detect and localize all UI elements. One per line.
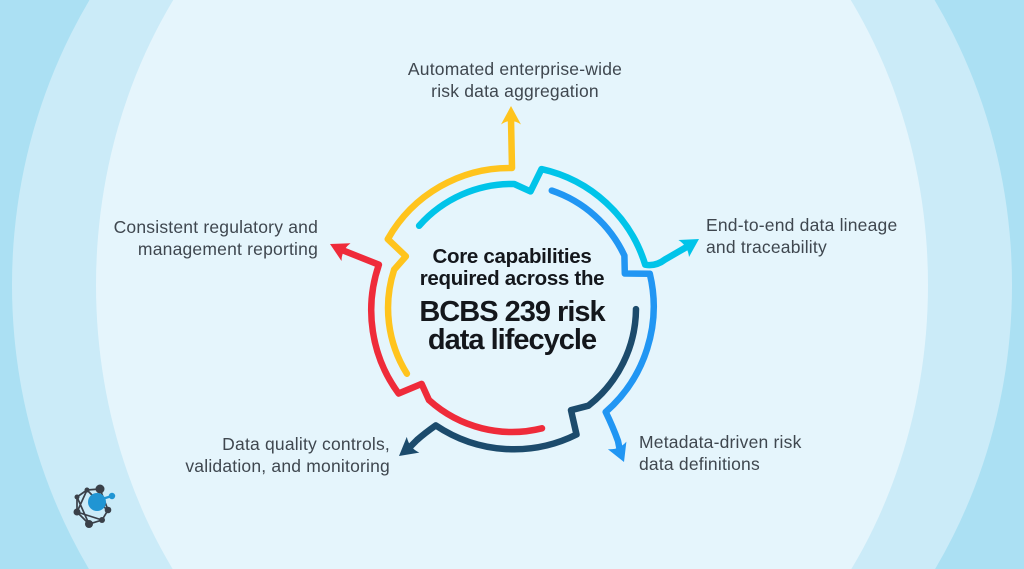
logo-blue-hub <box>88 492 116 511</box>
label-regulatory-reporting: Consistent regulatory and management rep… <box>38 217 318 260</box>
label-line: Metadata-driven risk <box>639 432 802 452</box>
label-end-to-end-lineage: End-to-end data lineage and traceability <box>706 215 966 258</box>
label-line: data definitions <box>639 453 760 474</box>
label-line: Data quality controls, <box>222 434 390 454</box>
center-title-line-2: required across the <box>419 266 605 290</box>
reporting-arrowhead <box>330 243 351 261</box>
quality-arrowhead <box>399 436 420 456</box>
lineage-arrowhead <box>678 239 699 257</box>
label-automated-aggregation: Automated enterprise-wide risk data aggr… <box>340 59 690 102</box>
segment-data-quality <box>399 305 640 456</box>
reporting-arrow-arc <box>338 246 546 436</box>
label-data-quality: Data quality controls, validation, and m… <box>110 434 390 477</box>
quality-arrow-arc <box>405 305 640 453</box>
label-line: Automated enterprise-wide <box>407 59 623 79</box>
logo-nodes <box>73 484 112 528</box>
label-line: validation, and monitoring <box>185 455 390 476</box>
aggregation-arrowhead <box>501 106 521 125</box>
segment-end-to-end-lineage <box>415 165 699 269</box>
lineage-arrow-arc <box>415 165 691 269</box>
label-line: risk data aggregation <box>431 80 599 101</box>
background-band-inner <box>96 0 928 569</box>
segment-regulatory-reporting <box>330 243 546 436</box>
center-title-line-4: data lifecycle <box>427 324 597 356</box>
center-title-line-1: Core capabilities <box>432 245 592 268</box>
label-metadata-definitions: Metadata-driven risk data definitions <box>639 432 879 475</box>
segment-metadata-definitions <box>548 187 657 462</box>
center-title-line-3: BCBS 239 risk <box>419 296 605 328</box>
label-line: and traceability <box>706 236 827 257</box>
label-line: management reporting <box>137 238 318 259</box>
segment-automated-aggregation <box>384 106 521 377</box>
center-title: Core capabilities required across the BC… <box>362 245 662 356</box>
aggregation-arrow-arc <box>384 115 516 377</box>
metadata-arrowhead <box>607 441 627 462</box>
network-molecule-logo <box>73 484 116 528</box>
metadata-arrow-arc <box>548 187 657 455</box>
label-line: End-to-end data lineage <box>706 215 898 235</box>
label-line: Consistent regulatory and <box>113 217 318 237</box>
